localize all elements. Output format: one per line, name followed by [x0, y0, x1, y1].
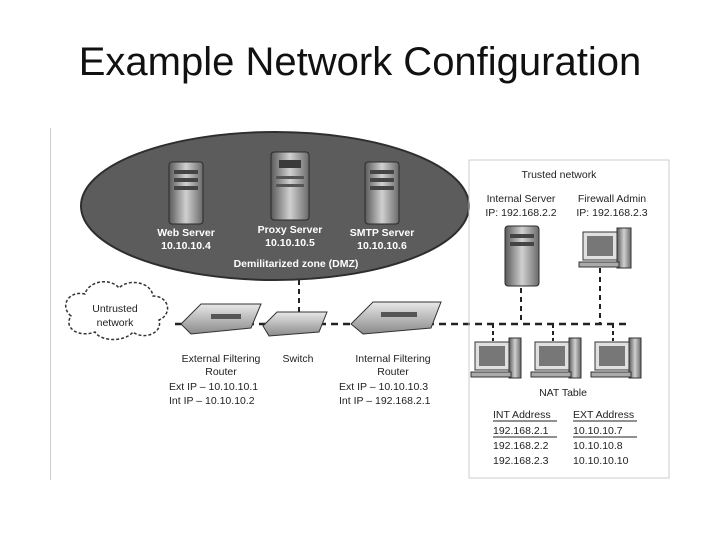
internal-server-name: Internal Server [487, 193, 556, 205]
proxy-server-icon [270, 151, 310, 221]
trusted-network-title: Trusted network [522, 169, 598, 181]
workstation-3-icon [590, 337, 642, 379]
firewall-admin-workstation-icon [578, 227, 632, 269]
nat-row-3-int: 192.168.2.3 [493, 455, 549, 467]
external-router-label-line2: Router [205, 366, 237, 378]
nat-table-title: NAT Table [539, 387, 587, 399]
dmz-zone: Web Server 10.10.10.4 Proxy Server 10.10… [80, 131, 470, 281]
smtp-server-icon [364, 161, 400, 225]
nat-row-1-ext: 10.10.10.7 [573, 425, 623, 437]
external-router-ext-ip: Ext IP – 10.10.10.1 [169, 381, 258, 393]
smtp-server-ip: 10.10.10.6 [357, 240, 407, 252]
internal-router-ext-ip: Ext IP – 10.10.10.3 [339, 381, 428, 393]
network-diagram: Web Server 10.10.10.4 Proxy Server 10.10… [50, 128, 671, 480]
internal-router-label-line2: Router [377, 366, 409, 378]
nat-row-2-ext: 10.10.10.8 [573, 440, 623, 452]
internal-server-ip: IP: 192.168.2.2 [485, 207, 556, 219]
dmz-zone-label: Demilitarized zone (DMZ) [234, 258, 359, 270]
smtp-server-name: SMTP Server [350, 227, 415, 239]
switch-icon [262, 311, 328, 337]
internal-router-int-ip: Int IP – 192.168.2.1 [339, 395, 431, 407]
workstation-2-icon [530, 337, 582, 379]
untrusted-label-line1: Untrusted [92, 303, 138, 315]
external-router-icon [180, 303, 262, 335]
web-server-ip: 10.10.10.4 [161, 240, 211, 252]
internal-server-icon [504, 225, 540, 287]
web-server-icon [168, 161, 204, 225]
internal-router-label-line1: Internal Filtering [355, 353, 430, 365]
workstation-1-icon [470, 337, 522, 379]
trusted-network-area: Trusted network Internal Server IP: 192.… [468, 159, 670, 479]
external-router-label-line1: External Filtering [182, 353, 261, 365]
firewall-admin-ip: IP: 192.168.2.3 [576, 207, 647, 219]
nat-row-1-int: 192.168.2.1 [493, 425, 549, 437]
switch-label: Switch [283, 353, 314, 365]
firewall-admin-name: Firewall Admin [578, 193, 646, 205]
proxy-server-name: Proxy Server [258, 224, 323, 236]
web-server-name: Web Server [157, 227, 215, 239]
proxy-server-ip: 10.10.10.5 [265, 237, 315, 249]
untrusted-label-line2: network [97, 317, 135, 329]
external-router-int-ip: Int IP – 10.10.10.2 [169, 395, 255, 407]
nat-header-int: INT Address [493, 409, 551, 421]
nat-row-3-ext: 10.10.10.10 [573, 455, 629, 467]
nat-row-2-int: 192.168.2.2 [493, 440, 549, 452]
slide-title: Example Network Configuration [78, 40, 642, 84]
untrusted-network-cloud: Untrusted network [65, 281, 169, 341]
internal-router-icon [350, 301, 442, 335]
nat-header-ext: EXT Address [573, 409, 634, 421]
